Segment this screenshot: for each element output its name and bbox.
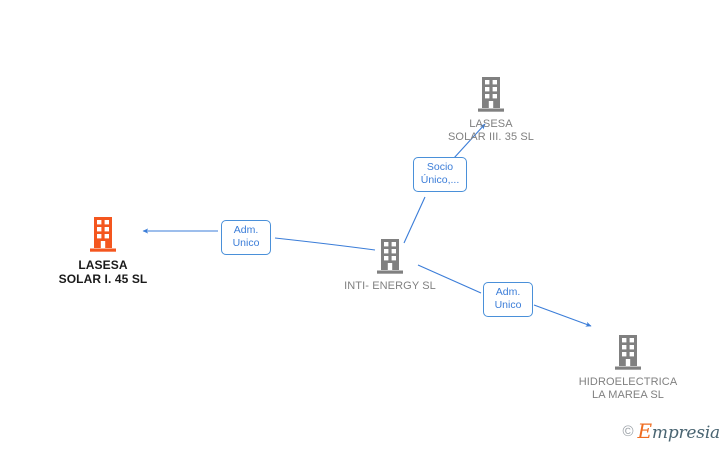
node-hidroelectrica-la-marea[interactable]: HIDROELECTRICA LA MAREA SL (548, 334, 708, 402)
edge-socio-unico (403, 123, 486, 244)
building-icon (89, 216, 117, 254)
building-icon (477, 76, 505, 114)
edge-label-socio-unico[interactable]: Socio Único,... (413, 157, 467, 192)
node-label: LASESA SOLAR I. 45 SL (58, 258, 148, 286)
node-label: LASESA SOLAR III. 35 SL (448, 118, 534, 143)
node-inti-energy[interactable]: INTI- ENERGY SL (310, 238, 470, 293)
brand-initial: E (637, 419, 653, 443)
node-lasesa-solar-iii[interactable]: LASESA SOLAR III. 35 SL (411, 76, 571, 144)
building-icon (614, 334, 642, 372)
empresia-watermark: © Empresia (622, 421, 720, 442)
node-lasesa-solar-i[interactable]: LASESA SOLAR I. 45 SL (23, 216, 183, 286)
node-label: INTI- ENERGY SL (344, 280, 436, 292)
building-icon (376, 238, 404, 276)
node-label: HIDROELECTRICA LA MAREA SL (578, 376, 678, 401)
edge-label-adm-unico-left[interactable]: Adm. Unico (221, 220, 271, 255)
edge-adm-unico-right (417, 264, 592, 327)
edge-adm-unico-left (142, 228, 376, 251)
copyright-icon: © (622, 423, 634, 440)
brand-rest: mpresia (651, 423, 720, 443)
brand-name: Empresia (638, 421, 721, 442)
edge-label-adm-unico-right[interactable]: Adm. Unico (483, 282, 533, 317)
